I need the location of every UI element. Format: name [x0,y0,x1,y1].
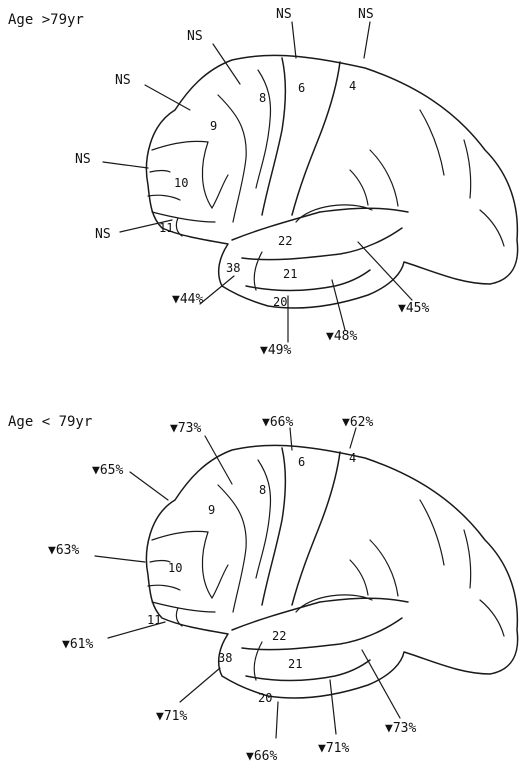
area-label-38: 38 [226,261,240,275]
area-label-38: 38 [218,651,232,665]
result-area-22: ▼73% [385,721,416,736]
area-label-20: 20 [273,295,287,309]
leader-area-10 [103,162,148,168]
result-area-20: ▼49% [260,343,291,358]
leader-area-4 [350,428,356,448]
result-area-4: NS [358,7,374,22]
leader-area-22 [362,650,400,718]
brain-outline [146,55,517,308]
brain-outline [146,445,517,698]
result-area-6: ▼66% [262,415,293,430]
leader-area-8 [205,436,232,484]
result-area-38: ▼44% [172,292,203,307]
panel-title: Age < 79yr [8,414,92,430]
leader-area-10 [95,556,145,562]
panel-age-over-79: Age >79yr 4 6 8 9 10 11 22 38 21 20 NS N… [8,7,518,358]
result-area-8: NS [187,29,203,44]
leader-area-21 [330,680,336,734]
area-label-10: 10 [174,176,188,190]
area-label-22: 22 [272,629,286,643]
area-label-8: 8 [259,483,266,497]
result-area-11: NS [95,227,111,242]
panel-age-under-79: Age < 79yr 4 6 8 9 10 11 22 38 21 20 ▼62… [8,414,518,764]
result-area-8: ▼73% [170,421,201,436]
result-area-4: ▼62% [342,415,373,430]
result-area-10: NS [75,152,91,167]
area-label-4: 4 [349,451,356,465]
result-area-22: ▼45% [398,301,429,316]
leader-area-9 [130,472,168,500]
leader-area-4 [364,22,370,58]
area-label-4: 4 [349,79,356,93]
leader-area-22 [358,242,412,300]
result-area-11: ▼61% [62,637,93,652]
leader-area-6 [292,22,296,58]
leader-area-38 [180,668,220,702]
result-area-20: ▼66% [246,749,277,764]
result-area-9: NS [115,73,131,88]
panel-title: Age >79yr [8,12,84,28]
leader-area-11 [108,622,165,638]
leader-area-20 [276,702,278,738]
result-area-21: ▼71% [318,741,349,756]
leader-area-21 [332,280,345,330]
area-label-21: 21 [288,657,302,671]
area-label-22: 22 [278,234,292,248]
result-area-6: NS [276,7,292,22]
area-label-6: 6 [298,455,305,469]
area-label-20: 20 [258,691,272,705]
area-label-10: 10 [168,561,182,575]
area-label-8: 8 [259,91,266,105]
area-label-9: 9 [208,503,215,517]
result-area-10: ▼63% [48,543,79,558]
area-label-21: 21 [283,267,297,281]
result-area-9: ▼65% [92,463,123,478]
result-area-38: ▼71% [156,709,187,724]
result-area-21: ▼48% [326,329,357,344]
area-label-9: 9 [210,119,217,133]
area-label-6: 6 [298,81,305,95]
leader-area-8 [213,44,240,84]
